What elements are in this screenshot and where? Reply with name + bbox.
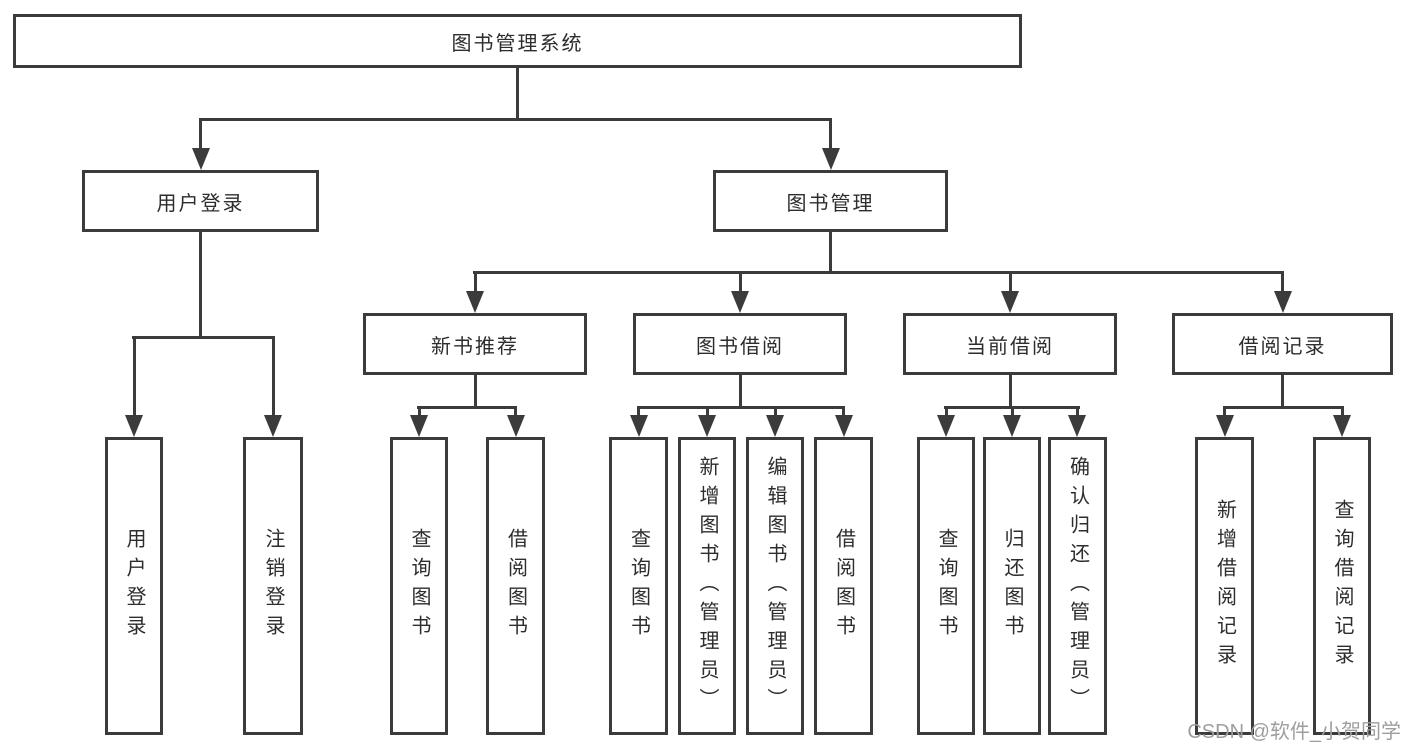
connector-drop-login-leaf — [133, 336, 136, 419]
connector-drop-book-borrow — [739, 271, 742, 293]
arrow-down-icon — [835, 415, 853, 437]
arrow-down-icon — [1216, 415, 1234, 437]
arrow-down-icon — [698, 415, 716, 437]
arrow-down-icon — [1333, 415, 1351, 437]
leaf-label: 注销登录 — [262, 528, 284, 644]
leaf-label: 新增借阅记录 — [1213, 499, 1236, 673]
leaf-query-books: 查询图书 — [917, 437, 975, 735]
node-book-borrow: 图书借阅 — [633, 313, 847, 375]
arrow-down-icon — [1274, 291, 1292, 313]
node-label: 当前借阅 — [966, 335, 1054, 358]
node-borrow-records: 借阅记录 — [1172, 313, 1393, 375]
leaf-label: 新增图书（管理员） — [696, 455, 718, 717]
connector-book-management-split — [473, 271, 1284, 274]
node-label: 图书管理 — [786, 192, 875, 215]
node-label: 用户登录 — [156, 192, 245, 215]
connector-new-books-stem — [474, 375, 477, 409]
leaf-borrow-books: 借阅图书 — [814, 437, 873, 735]
connector-drop-borrow-records — [1281, 271, 1284, 293]
leaf-label: 查询图书 — [408, 528, 430, 644]
connector-root-split — [199, 118, 832, 121]
leaf-query-books: 查询图书 — [609, 437, 668, 735]
leaf-query-borrow-record: 查询借阅记录 — [1313, 437, 1371, 735]
arrow-down-icon — [125, 415, 143, 437]
connector-root-stem — [516, 68, 519, 121]
arrow-down-icon — [264, 415, 282, 437]
leaf-edit-books-admin: 编辑图书（管理员） — [746, 437, 804, 735]
leaf-borrow-books: 借阅图书 — [486, 437, 545, 735]
arrow-down-icon — [822, 148, 840, 170]
leaf-label: 借阅图书 — [832, 528, 855, 644]
leaf-return-books: 归还图书 — [983, 437, 1041, 735]
leaf-user-login: 用户登录 — [105, 437, 163, 735]
connector-drop-new-books — [474, 271, 477, 293]
arrow-down-icon — [630, 415, 648, 437]
node-user-login: 用户登录 — [82, 170, 319, 232]
arrow-down-icon — [192, 148, 210, 170]
leaf-query-books: 查询图书 — [390, 437, 448, 735]
connector-drop-current-borrow — [1009, 271, 1012, 293]
connector-user-login-stem — [199, 232, 202, 339]
node-current-borrow: 当前借阅 — [903, 313, 1117, 375]
connector-drop — [514, 406, 517, 417]
connector-drop — [1223, 406, 1226, 417]
leaf-label: 查询借阅记录 — [1331, 499, 1353, 673]
connector-drop — [706, 406, 709, 417]
connector-borrow-records-stem — [1281, 375, 1284, 409]
connector-drop — [418, 406, 421, 417]
arrow-down-icon — [410, 415, 428, 437]
leaf-label: 编辑图书（管理员） — [764, 455, 786, 717]
connector-drop-logout-leaf — [272, 336, 275, 419]
arrow-down-icon — [507, 415, 525, 437]
connector-drop — [1341, 406, 1344, 417]
leaf-label: 归还图书 — [1001, 528, 1023, 644]
leaf-confirm-return-admin: 确认归还（管理员） — [1048, 437, 1107, 735]
node-library-management-system: 图书管理系统 — [13, 14, 1022, 68]
connector-drop — [1076, 406, 1079, 417]
connector-drop — [842, 406, 845, 417]
node-label: 图书借阅 — [696, 335, 784, 358]
leaf-label: 查询图书 — [627, 528, 650, 644]
connector-new-books-split — [417, 406, 517, 409]
connector-drop — [637, 406, 640, 417]
arrow-down-icon — [937, 415, 955, 437]
node-label: 新书推荐 — [431, 335, 519, 358]
csdn-watermark: CSDN @软件_小贺同学 — [1187, 721, 1401, 743]
leaf-logout: 注销登录 — [243, 437, 303, 735]
node-book-management: 图书管理 — [713, 170, 948, 232]
connector-borrow-records-split — [1223, 406, 1344, 409]
arrow-down-icon — [466, 291, 484, 313]
connector-drop — [774, 406, 777, 417]
connector-user-login-split — [132, 336, 275, 339]
leaf-label: 借阅图书 — [504, 528, 527, 644]
arrow-down-icon — [731, 291, 749, 313]
leaf-label: 查询图书 — [935, 528, 957, 644]
connector-drop-book-management — [829, 118, 832, 152]
leaf-label: 用户登录 — [123, 528, 145, 644]
connector-book-borrow-stem — [739, 375, 742, 409]
connector-drop — [945, 406, 948, 417]
connector-book-management-stem — [829, 232, 832, 274]
connector-current-borrow-stem — [1009, 375, 1012, 409]
arrow-down-icon — [1068, 415, 1086, 437]
leaf-add-books-admin: 新增图书（管理员） — [678, 437, 736, 735]
connector-drop — [1011, 406, 1014, 417]
arrow-down-icon — [766, 415, 784, 437]
arrow-down-icon — [1003, 415, 1021, 437]
node-label: 图书管理系统 — [451, 32, 584, 55]
connector-book-borrow-split — [637, 406, 845, 409]
leaf-add-borrow-record: 新增借阅记录 — [1195, 437, 1254, 735]
node-label: 借阅记录 — [1238, 335, 1327, 358]
node-new-book-recommend: 新书推荐 — [363, 313, 587, 375]
connector-drop-user-login — [199, 118, 202, 152]
leaf-label: 确认归还（管理员） — [1066, 455, 1089, 717]
arrow-down-icon — [1001, 291, 1019, 313]
